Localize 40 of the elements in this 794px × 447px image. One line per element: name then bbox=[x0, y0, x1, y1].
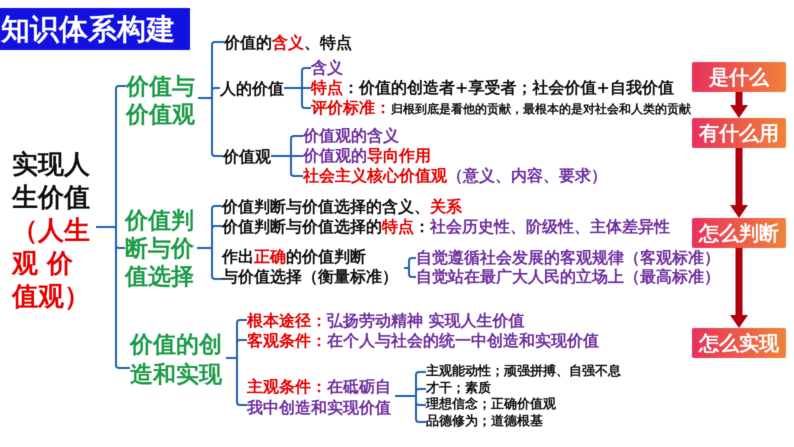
arrow bbox=[730, 148, 748, 218]
branch-text: 作出正确的价值判断与价值选择（衡量标准） bbox=[222, 247, 404, 287]
branch-text: 自觉遵循社会发展的客观规律（客观标准） bbox=[416, 249, 720, 268]
branch-text: 才干；素质 bbox=[426, 381, 491, 397]
branch-text: 理想信念；正确价值观 bbox=[426, 397, 556, 413]
arrow bbox=[730, 92, 748, 118]
branch-text: 价值观的导向作用 bbox=[303, 146, 431, 166]
bracket-line bbox=[404, 267, 416, 278]
topic-heading: 价值的创造和实现 bbox=[130, 331, 226, 391]
branch-text: 根本途径：弘扬劳动精神 实现人生价值 bbox=[247, 311, 525, 330]
branch-text: 价值的含义、特点 bbox=[224, 33, 352, 52]
central-topic: 实现人生价值 bbox=[12, 149, 91, 216]
branch-text: 社会主义核心价值观（意义、内容、要求） bbox=[303, 166, 607, 186]
branch-text: 价值观的含义 bbox=[303, 126, 399, 146]
question-box: 怎么实现 bbox=[692, 328, 786, 358]
branch-text: 自觉站在最广大人民的立场上（最高标准） bbox=[416, 268, 720, 286]
topic-heading: 价值判断与价值选择 bbox=[125, 207, 197, 292]
central-topic-note: （人生观 价值观） bbox=[12, 215, 91, 314]
branch-text: 含义 bbox=[311, 58, 343, 78]
arrow bbox=[730, 248, 748, 328]
bracket-line bbox=[271, 155, 303, 177]
criterion-text: 归根到底是看他的贡献，最根本的是对社会和人类的贡献 bbox=[391, 102, 691, 116]
branch-text: 价值判断与价值选择的特点： bbox=[222, 217, 430, 236]
branch-text: 主观条件：在砥砺自我中创造和实现价值 bbox=[247, 377, 395, 419]
bracket-line bbox=[284, 87, 311, 109]
branch-text: 价值判断与价值选择的含义、关系 bbox=[222, 197, 462, 216]
branch-text: 主观能动性；顽强拼搏、自强不息 bbox=[426, 364, 621, 380]
question-box: 怎么判断 bbox=[692, 218, 786, 248]
criterion-label: 评价标准： bbox=[311, 98, 391, 117]
question-box: 是什么 bbox=[692, 62, 786, 92]
branch-text: 客观条件：在个人与社会的统一中创造和实现价值 bbox=[247, 331, 599, 350]
bracket-line bbox=[395, 395, 426, 423]
question-box: 有什么用 bbox=[692, 118, 786, 148]
branch-text: 品德修为；道德根基 bbox=[426, 414, 543, 430]
branch-text: 价值观 bbox=[223, 147, 271, 166]
topic-heading: 价值与价值观 bbox=[126, 74, 198, 130]
branch-text: 人的价值 bbox=[220, 79, 284, 98]
branch-text: 特点：价值的创造者+享受者；社会价值+自我价值 bbox=[311, 78, 674, 98]
title-banner: 知识体系构建 bbox=[0, 8, 190, 50]
branch-detail: 社会历史性、阶级性、主体差异性 bbox=[430, 217, 670, 236]
